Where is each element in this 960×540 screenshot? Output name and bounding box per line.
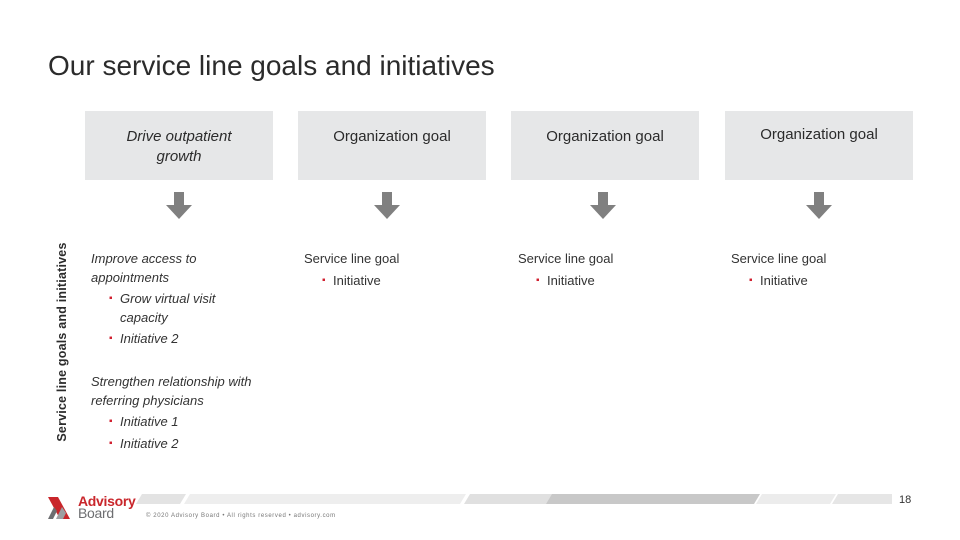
- page-number: 18: [899, 494, 912, 506]
- service-line-goal: Service line goal: [518, 251, 614, 266]
- column-1-initiatives: Improve access to appointments ▪Grow vir…: [91, 249, 271, 453]
- down-arrow-icon: [590, 192, 616, 220]
- goal-label: Drive outpatient growth: [126, 128, 232, 165]
- list-item: ▪Initiative 1: [109, 414, 179, 429]
- list-item: ▪Initiative: [536, 273, 595, 288]
- copyright-text: © 2020 Advisory Board • All rights reser…: [146, 513, 336, 519]
- logo-text: Advisory: [78, 493, 136, 509]
- goal-label: Organization goal: [333, 128, 451, 145]
- down-arrow-icon: [806, 192, 832, 220]
- page-title: Our service line goals and initiatives: [48, 50, 495, 81]
- list-item: ▪Initiative: [749, 273, 808, 288]
- down-arrow-icon: [374, 192, 400, 220]
- list-item: ▪Grow virtual visit capacity: [109, 291, 216, 325]
- list-item: ▪Initiative: [322, 273, 381, 288]
- column-3-initiatives: Service line goal ▪Initiative: [518, 249, 613, 290]
- down-arrow-icon: [166, 192, 192, 220]
- column-2-initiatives: Service line goal ▪Initiative: [304, 249, 399, 290]
- service-line-goal: Strengthen relationship with referring p…: [91, 374, 252, 408]
- footer-bar: [136, 494, 892, 504]
- goal-box-3: Organization goal: [511, 111, 699, 180]
- column-4-initiatives: Service line goal ▪Initiative: [731, 249, 826, 290]
- service-line-goal: Improve access to appointments: [91, 251, 197, 285]
- logo-mark-icon: [48, 497, 70, 519]
- list-item: ▪Initiative 2: [109, 331, 179, 346]
- goal-box-1: Drive outpatient growth: [85, 111, 273, 180]
- side-label: Service line goals and initiatives: [55, 242, 69, 442]
- service-line-goal: Service line goal: [304, 251, 400, 266]
- goal-label: Organization goal: [760, 126, 878, 143]
- advisory-board-logo: Advisory Board: [48, 493, 136, 521]
- goal-box-4: Organization goal: [725, 111, 913, 180]
- service-line-goal: Service line goal: [731, 251, 827, 266]
- list-item: ▪Initiative 2: [109, 436, 179, 451]
- goal-label: Organization goal: [546, 128, 664, 145]
- goal-box-2: Organization goal: [298, 111, 486, 180]
- logo-text: Board: [78, 505, 114, 521]
